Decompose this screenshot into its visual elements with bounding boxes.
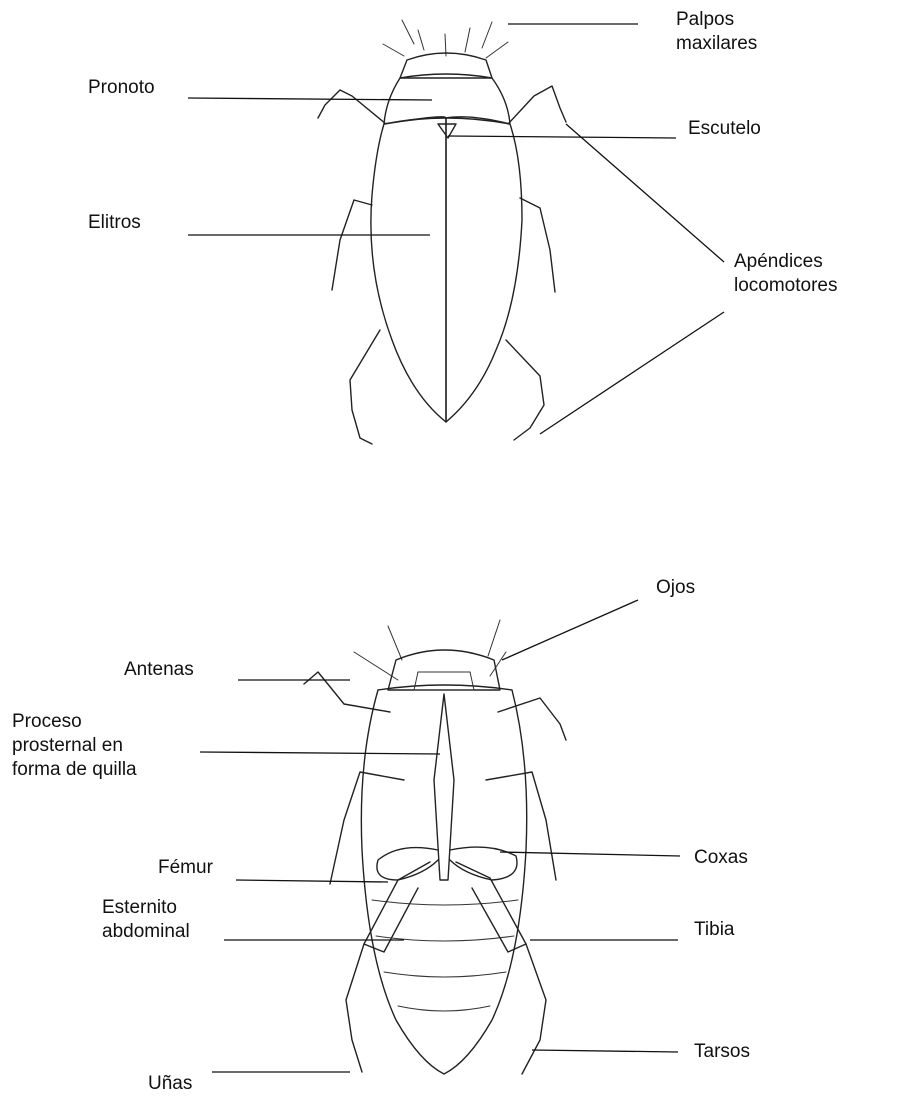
apendices-pointer-line-upper (566, 124, 724, 262)
label-tarsos: Tarsos (694, 1040, 750, 1064)
dorsal-front-leg-right (508, 86, 566, 124)
ojos-pointer-line (502, 600, 638, 660)
maxillary-palps (383, 20, 508, 58)
label-coxas: Coxas (694, 846, 748, 870)
label-antenas: Antenas (124, 658, 194, 682)
femur-pointer-line (236, 880, 388, 882)
escutelo-pointer-line (448, 136, 676, 138)
prosternal-keel (434, 694, 454, 880)
label-unas: Uñas (148, 1072, 192, 1096)
coxas-pointer-line (500, 852, 680, 856)
dorsal-beetle-illustration (318, 20, 566, 444)
label-apendices-locomotores: Apéndices locomotores (734, 250, 838, 298)
label-esternito-abdominal: Esternito abdominal (102, 896, 190, 944)
ventral-beetle-illustration (304, 620, 566, 1074)
ventral-head (388, 650, 500, 690)
label-palpos-maxilares: Palpos maxilares (676, 8, 757, 56)
label-escutelo: Escutelo (688, 117, 761, 141)
dorsal-pointer-lines (188, 24, 724, 434)
antennae (354, 620, 506, 680)
ventral-tibia-right (522, 944, 546, 1074)
abdominal-sternites (372, 900, 518, 1011)
label-ojos: Ojos (656, 576, 695, 600)
pronotum (384, 74, 510, 124)
label-pronoto: Pronoto (88, 76, 155, 100)
ventral-tibia-left (346, 944, 364, 1072)
ventral-pointer-lines (200, 600, 680, 1072)
elytra-right (446, 117, 522, 422)
label-elitros: Elitros (88, 211, 141, 235)
tarsos-pointer-line (532, 1050, 678, 1052)
ventral-middle-leg-left (330, 772, 404, 884)
dorsal-hind-leg-right (506, 340, 544, 440)
label-femur: Fémur (158, 856, 213, 880)
dorsal-hind-leg-left (350, 330, 380, 444)
dorsal-middle-leg-left (332, 200, 372, 290)
dorsal-front-leg-left (318, 90, 386, 124)
apendices-pointer-line-lower (540, 312, 724, 434)
proceso-pointer-line (200, 752, 440, 754)
elytra-left (371, 117, 446, 422)
ventral-middle-leg-right (486, 772, 556, 880)
label-tibia: Tibia (694, 918, 734, 942)
label-proceso-prosternal: Proceso prosternal en forma de quilla (12, 710, 137, 782)
pronoto-pointer-line (188, 98, 432, 100)
dorsal-middle-leg-right (520, 198, 555, 292)
ventral-front-leg-right (498, 698, 566, 740)
